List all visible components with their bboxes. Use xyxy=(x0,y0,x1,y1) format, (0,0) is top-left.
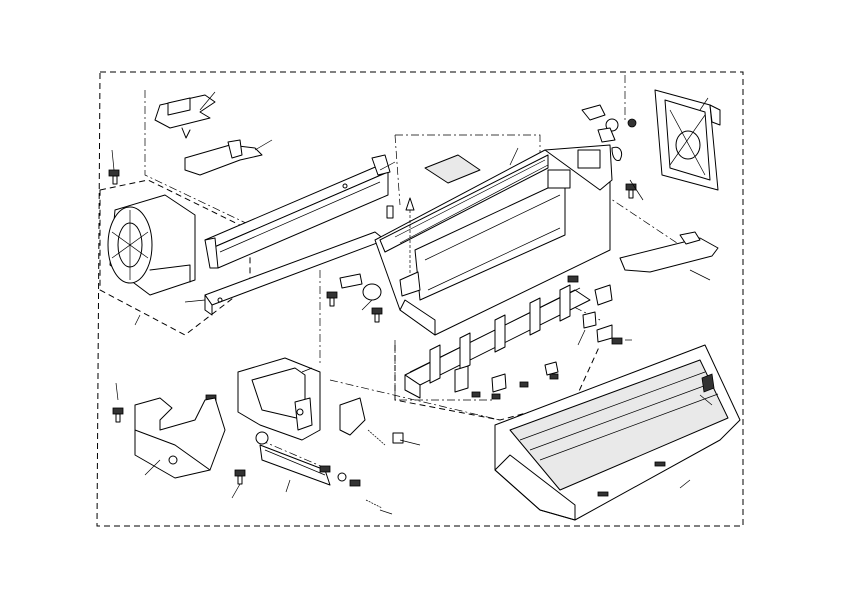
release-handle xyxy=(619,231,719,273)
fan-housing xyxy=(107,194,196,296)
assembly-arrow xyxy=(386,197,415,290)
assembly-boundary xyxy=(96,71,744,527)
paper-tray xyxy=(494,344,741,521)
leader-lines xyxy=(111,91,713,515)
screw-top-left xyxy=(108,169,120,185)
linkage-parts xyxy=(319,397,404,509)
main-frame xyxy=(374,144,613,336)
mounting-bracket xyxy=(237,357,321,441)
rack-subgroup-boundary xyxy=(394,344,601,421)
actuator-lever xyxy=(184,139,263,176)
foot-bracket xyxy=(134,397,226,479)
fan-subgroup-boundary xyxy=(99,179,251,336)
gear-parts xyxy=(581,104,637,161)
right-clips xyxy=(567,275,623,345)
center-small-parts xyxy=(326,271,421,323)
rack-clips xyxy=(454,361,559,400)
screw-bottom-left xyxy=(234,469,246,485)
paper-guide-rack xyxy=(404,284,591,399)
screw-far-left xyxy=(112,407,124,423)
switch-bracket xyxy=(154,94,216,139)
side-bracket-right xyxy=(654,89,721,191)
upper-guide-rail xyxy=(204,154,391,269)
guide-bar xyxy=(255,431,331,486)
screw-right xyxy=(625,183,637,199)
